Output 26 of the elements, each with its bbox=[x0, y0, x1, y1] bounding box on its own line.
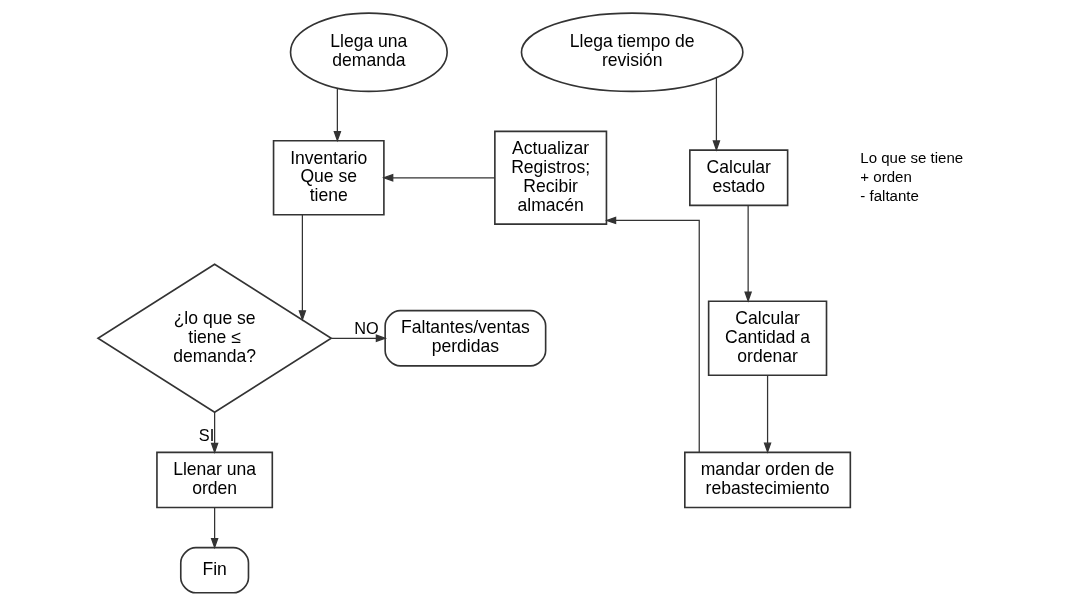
arrow bbox=[604, 216, 700, 453]
arrow bbox=[298, 214, 307, 322]
arrow bbox=[333, 87, 342, 143]
node-box: Inventario Que se tiene bbox=[272, 139, 385, 216]
edge-label: SI bbox=[198, 425, 215, 444]
node-box: Calcular estado bbox=[689, 149, 789, 207]
node-diamond: ¿lo que se tiene ≤ demanda? bbox=[96, 263, 333, 414]
label: - faltante bbox=[860, 187, 919, 205]
label: + orden bbox=[860, 168, 912, 186]
node-box: Actualizar Registros; Recibir almacén bbox=[494, 130, 608, 225]
arrow bbox=[210, 411, 219, 455]
node-box: Llenar una orden bbox=[156, 451, 274, 509]
node-ellipse: Llega una demanda bbox=[289, 12, 448, 93]
node-box: Calcular Cantidad a ordenar bbox=[707, 300, 828, 377]
arrow bbox=[712, 77, 721, 152]
node-box: Faltantes/ventas perdidas bbox=[384, 309, 547, 367]
arrow bbox=[210, 507, 219, 550]
arrow bbox=[763, 374, 772, 454]
arrow bbox=[744, 204, 753, 303]
edge-label: NO bbox=[354, 318, 379, 337]
node-ellipse: Llega tiempo de revisión bbox=[520, 12, 744, 93]
label: Lo que se tiene bbox=[860, 149, 964, 167]
node-box: mandar orden de rebastecimiento bbox=[684, 451, 852, 509]
arrow bbox=[382, 173, 496, 182]
node-box: Fin bbox=[179, 546, 250, 594]
arrow bbox=[330, 334, 388, 343]
